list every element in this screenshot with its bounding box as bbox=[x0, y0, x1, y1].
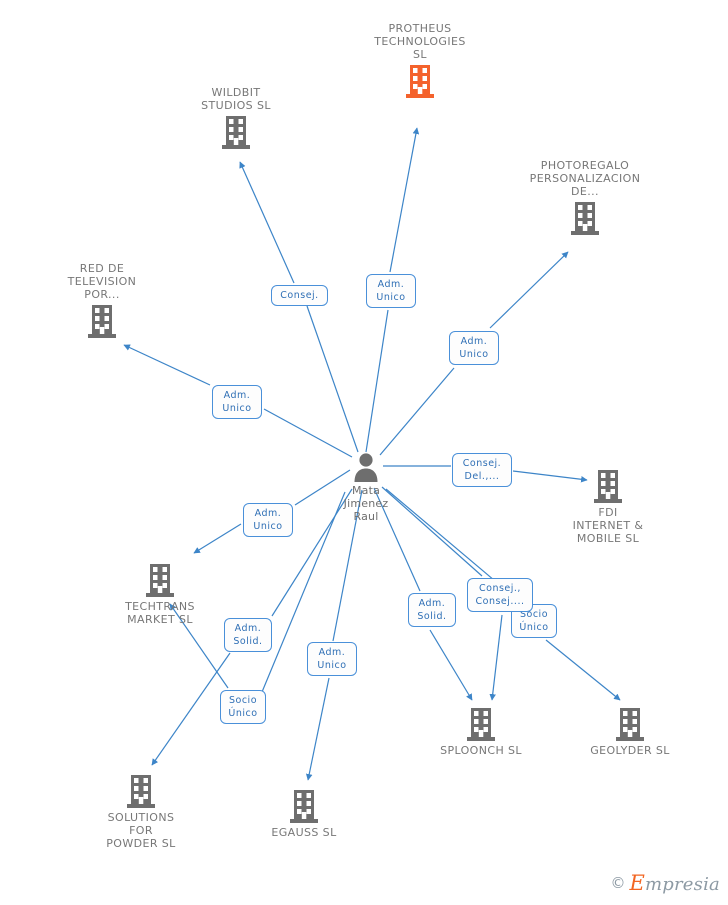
node-label-photoregalo: PHOTOREGALO PERSONALIZACION DE... bbox=[529, 159, 641, 198]
node-sploonch[interactable]: SPLOONCH SL bbox=[411, 706, 551, 757]
node-label-protheus: PROTHEUS TECHNOLOGIES SL bbox=[374, 22, 466, 61]
building-icon bbox=[88, 305, 116, 338]
node-label-wildbit: WILDBIT STUDIOS SL bbox=[201, 86, 271, 112]
edge-label-adm-unico-egauss[interactable]: Adm. Unico bbox=[307, 642, 357, 676]
building-icon bbox=[467, 708, 495, 741]
edge-person-sploonch-a-upper bbox=[373, 487, 421, 592]
edge-person-sploonch-b-upper bbox=[381, 486, 483, 577]
edge-label-consej-consej-sploonch[interactable]: Consej., Consej.... bbox=[467, 578, 533, 612]
node-label-solutions: SOLUTIONS FOR POWDER SL bbox=[106, 811, 176, 850]
edge-person-photoregalo-lower bbox=[379, 367, 455, 456]
edge-person-solutions-lower bbox=[151, 652, 231, 766]
edge-person-wildbit-lower bbox=[306, 305, 359, 453]
edge-person-sploonch-a-lower bbox=[429, 629, 473, 701]
node-label-techtrans: TECHTRANS MARKET SL bbox=[125, 600, 195, 626]
edge-person-egauss-lower bbox=[305, 677, 330, 781]
edge-person-sploonch-b-lower bbox=[489, 614, 503, 701]
brand-initial: E bbox=[629, 871, 646, 895]
edge-label-consej-wildbit[interactable]: Consej. bbox=[271, 285, 328, 306]
node-label-red-de-television: RED DE TELEVISION POR... bbox=[67, 262, 137, 301]
edge-person-egauss-upper bbox=[332, 489, 363, 642]
edge-person-protheus-upper bbox=[389, 127, 420, 273]
brand-rest: mpresia bbox=[645, 874, 720, 895]
node-techtrans-market[interactable]: TECHTRANS MARKET SL bbox=[90, 562, 230, 626]
node-egauss[interactable]: EGAUSS SL bbox=[234, 788, 374, 839]
building-icon bbox=[616, 708, 644, 741]
edge-person-techtrans2-lower bbox=[169, 603, 229, 689]
node-fdi-internet-mobile[interactable]: FDI INTERNET & MOBILE SL bbox=[538, 468, 678, 545]
edge-label-adm-unico-techtrans[interactable]: Adm. Unico bbox=[243, 503, 293, 537]
node-photoregalo[interactable]: PHOTOREGALO PERSONALIZACION DE... bbox=[515, 159, 655, 236]
building-icon bbox=[222, 116, 250, 149]
person-icon bbox=[354, 453, 378, 482]
node-label-geolyder: GEOLYDER SL bbox=[590, 744, 670, 757]
building-icon bbox=[290, 790, 318, 823]
edge-label-consej-del-fdi[interactable]: Consej. Del.,... bbox=[452, 453, 512, 487]
node-geolyder[interactable]: GEOLYDER SL bbox=[560, 706, 700, 757]
edge-label-adm-unico-protheus[interactable]: Adm. Unico bbox=[366, 274, 416, 308]
node-protheus[interactable]: PROTHEUS TECHNOLOGIES SL bbox=[350, 22, 490, 99]
node-red-de-television[interactable]: RED DE TELEVISION POR... bbox=[32, 262, 172, 339]
node-label-fdi: FDI INTERNET & MOBILE SL bbox=[572, 506, 644, 545]
copyright-icon: © bbox=[610, 874, 626, 892]
edge-person-techtrans2-upper bbox=[261, 491, 346, 693]
edge-label-adm-solid-sploonch[interactable]: Adm. Solid. bbox=[408, 593, 456, 627]
node-person-mata-jimenez-raul[interactable]: Mata Jimenez Raul bbox=[296, 452, 436, 523]
edge-person-techtrans-upper bbox=[294, 469, 351, 506]
building-icon bbox=[127, 775, 155, 808]
node-label-sploonch: SPLOONCH SL bbox=[440, 744, 522, 757]
building-icon bbox=[594, 470, 622, 503]
edge-person-photoregalo-upper bbox=[489, 251, 569, 329]
edge-label-adm-unico-red-de-television[interactable]: Adm. Unico bbox=[212, 385, 262, 419]
edge-person-geolyder-lower bbox=[545, 639, 621, 701]
brand-empresia: Empresia bbox=[629, 871, 720, 895]
edge-label-adm-unico-photoregalo[interactable]: Adm. Unico bbox=[449, 331, 499, 365]
node-solutions-for-powder[interactable]: SOLUTIONS FOR POWDER SL bbox=[71, 773, 211, 850]
edge-label-socio-unico-techtrans[interactable]: Socio Único bbox=[220, 690, 266, 724]
edge-person-fdi-right bbox=[512, 470, 588, 483]
building-icon bbox=[406, 65, 434, 98]
edge-person-wildbit-upper bbox=[239, 161, 295, 284]
watermark: © Empresia bbox=[610, 871, 720, 895]
edge-person-redtv-lower bbox=[263, 408, 353, 458]
edge-person-solutions-upper bbox=[271, 488, 353, 617]
building-icon bbox=[146, 564, 174, 597]
node-wildbit[interactable]: WILDBIT STUDIOS SL bbox=[166, 86, 306, 150]
edge-person-techtrans-lower bbox=[193, 523, 242, 554]
edge-person-redtv-upper bbox=[123, 344, 211, 386]
node-label-egauss: EGAUSS SL bbox=[271, 826, 337, 839]
edge-person-protheus-lower bbox=[365, 309, 389, 453]
building-icon bbox=[571, 202, 599, 235]
node-label-person: Mata Jimenez Raul bbox=[343, 484, 389, 523]
edge-label-adm-solid-solutions[interactable]: Adm. Solid. bbox=[224, 618, 272, 652]
